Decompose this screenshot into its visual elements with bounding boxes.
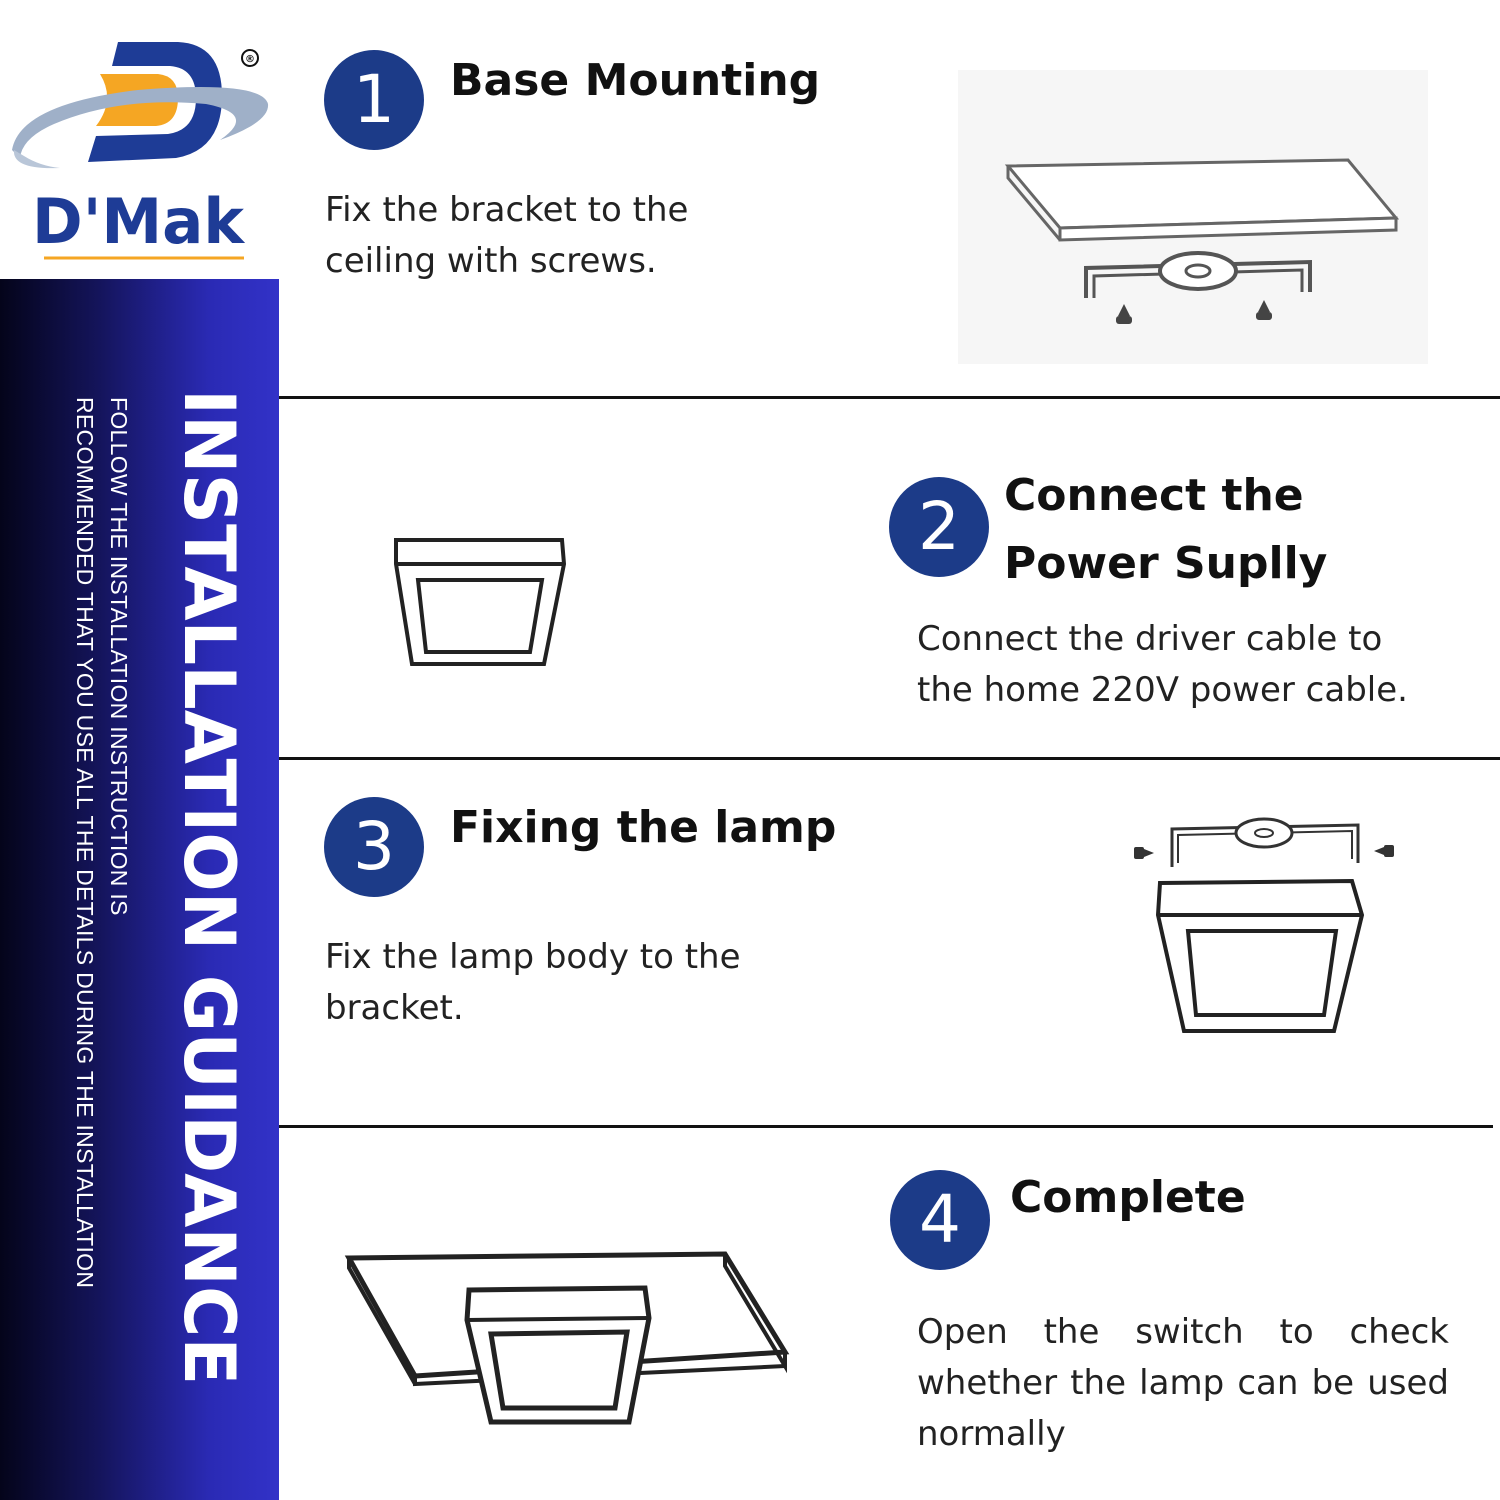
step-2-badge: 2 xyxy=(889,477,989,577)
step-3-title: Fixing the lamp xyxy=(450,802,837,853)
step-4-text: Open the switch to check whether the lam… xyxy=(917,1312,1449,1454)
step-4-badge: 4 xyxy=(890,1170,990,1270)
logo-area: ® D'Mak xyxy=(0,0,279,279)
ceiling-bracket-illustration xyxy=(958,70,1428,364)
step-4-title: Complete xyxy=(1010,1172,1246,1223)
step-1-title: Base Mounting xyxy=(450,55,821,106)
sidebar-banner: INSTALLATION GUIDANCE FOLLOW THE INSTALL… xyxy=(0,279,279,1500)
step-3-badge: 3 xyxy=(324,797,424,897)
step-1-badge: 1 xyxy=(324,50,424,150)
step-1-text: Fix the bracket to the ceiling with scre… xyxy=(325,190,689,281)
step-2-title-line2: Power Suplly xyxy=(1004,538,1328,589)
step-2-title-line1: Connect the xyxy=(1004,470,1304,521)
registered-mark: ® xyxy=(245,54,255,65)
sidebar-note-line2: RECOMMENDED THAT YOU USE ALL THE DETAILS… xyxy=(72,397,98,1289)
sidebar-note-line1: FOLLOW THE INSTALLATION INSTRUCTION IS xyxy=(106,397,132,916)
section-divider-3 xyxy=(279,1125,1493,1128)
brand-logo: ® D'Mak xyxy=(12,42,269,260)
step-2-text: Connect the driver cable to the home 220… xyxy=(917,619,1408,710)
lamp-on-ceiling-illustration xyxy=(344,1251,790,1425)
square-lamp-illustration xyxy=(394,538,567,666)
sidebar-title: INSTALLATION GUIDANCE xyxy=(168,389,250,1386)
step-3-text: Fix the lamp body to the bracket. xyxy=(325,937,741,1028)
section-divider-2 xyxy=(279,757,1500,760)
bracket-lamp-illustration xyxy=(1134,817,1394,1033)
brand-name: D'Mak xyxy=(32,185,246,258)
section-divider-1 xyxy=(279,396,1500,399)
